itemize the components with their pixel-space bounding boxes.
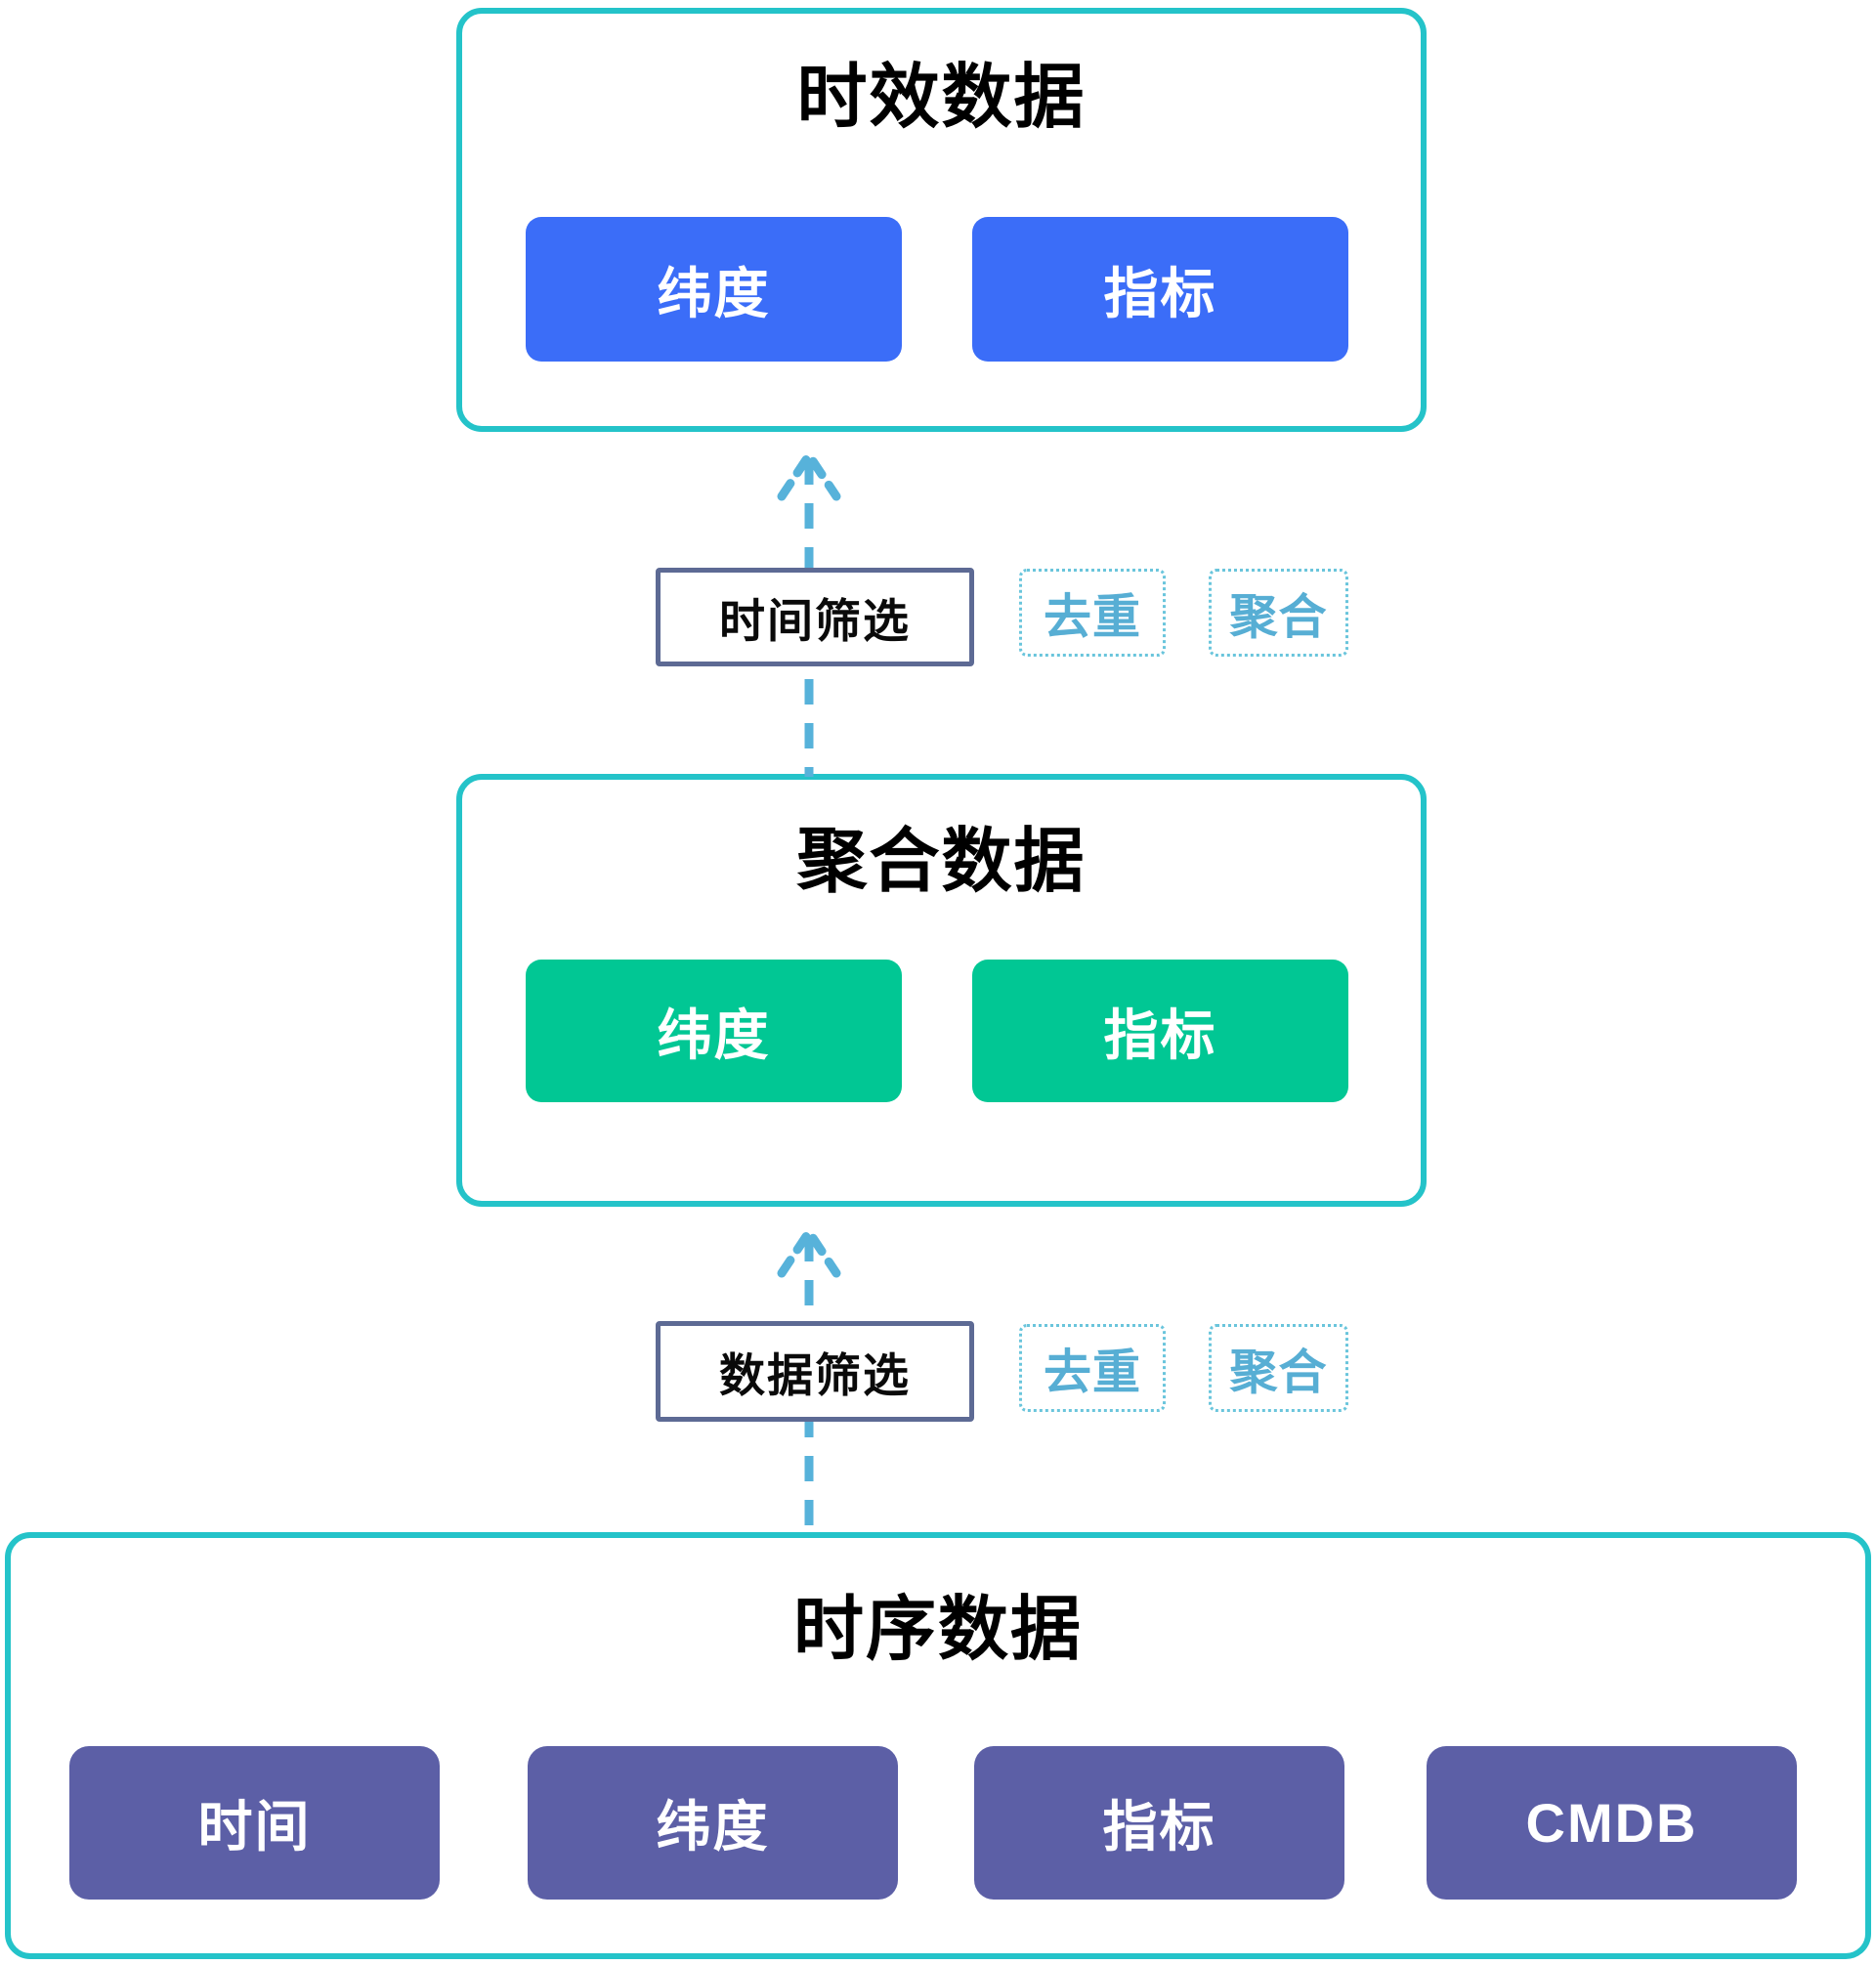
bottom-chip-time: 时间 <box>69 1746 440 1900</box>
top-chip-metric: 指标 <box>972 217 1348 362</box>
bottom-chip-cmdb: CMDB <box>1427 1746 1797 1900</box>
data-filter-box: 数据筛选 <box>656 1321 974 1422</box>
timeseries-data-box: 时序数据 时间 纬度 指标 CMDB <box>5 1532 1871 1959</box>
aggregated-data-box: 聚合数据 纬度 指标 <box>456 774 1427 1207</box>
top-chip-dimension: 纬度 <box>526 217 902 362</box>
aggregate-op-chip: 聚合 <box>1209 569 1348 657</box>
timeliness-data-title: 时效数据 <box>796 59 1087 137</box>
timeliness-data-box: 时效数据 纬度 指标 <box>456 8 1427 432</box>
bottom-chip-dimension: 纬度 <box>528 1746 898 1900</box>
aggregate-op-chip: 聚合 <box>1209 1324 1348 1412</box>
mid-chip-metric: 指标 <box>972 960 1348 1102</box>
dedup-op-chip: 去重 <box>1019 569 1166 657</box>
timeseries-data-title: 时序数据 <box>792 1591 1083 1669</box>
time-filter-box: 时间筛选 <box>656 568 974 666</box>
mid-chip-dimension: 纬度 <box>526 960 902 1102</box>
dedup-op-chip: 去重 <box>1019 1324 1166 1412</box>
up-arrow-icon <box>777 447 841 777</box>
aggregated-data-title: 聚合数据 <box>796 823 1087 901</box>
bottom-chip-metric: 指标 <box>974 1746 1344 1900</box>
